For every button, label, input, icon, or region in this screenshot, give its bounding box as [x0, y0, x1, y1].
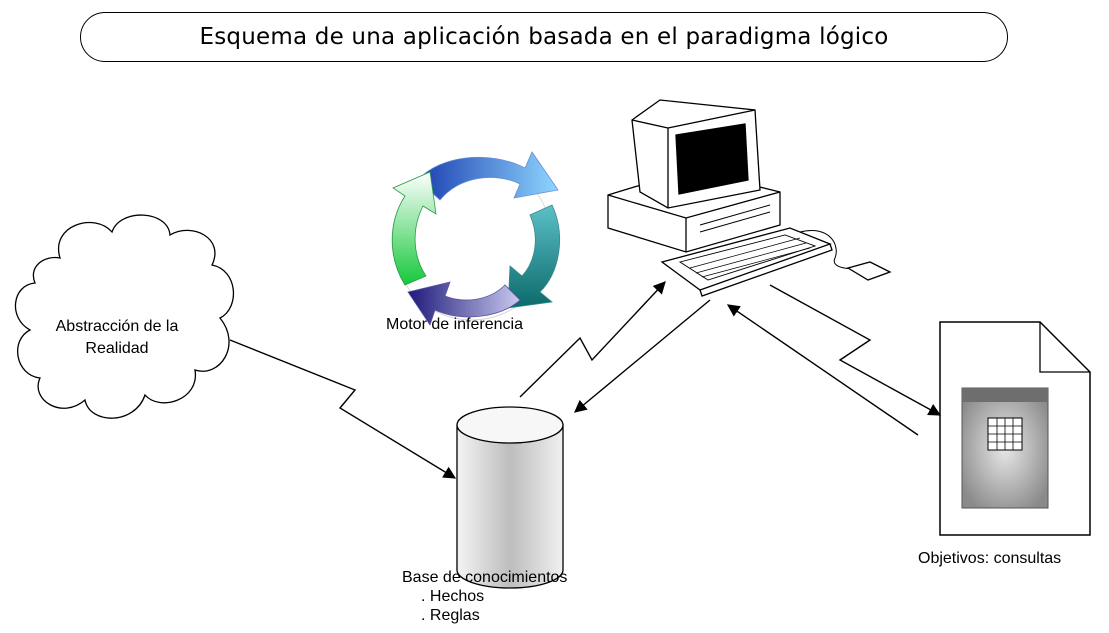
connector-cloud-to-database: [229, 339, 457, 479]
abstraction-label-line2: Realidad: [85, 340, 149, 357]
database-icon: [456, 406, 564, 589]
connector-database-to-computer: [519, 281, 666, 398]
knowledge-base-label: Base de conocimientos . Hechos . Reglas: [402, 568, 567, 625]
knowledge-base-title: Base de conocimientos: [402, 569, 568, 586]
arrow-computer-to-database: [574, 299, 711, 413]
document-icon: [939, 321, 1091, 536]
inference-engine-label: Motor de inferencia: [386, 316, 523, 333]
diagram-title-box: Esquema de una aplicación basada en el p…: [80, 12, 1008, 62]
diagram-title: Esquema de una aplicación basada en el p…: [199, 24, 889, 50]
abstraction-label: Abstracción de la Realidad: [42, 316, 192, 360]
knowledge-base-rules: . Reglas: [421, 607, 480, 624]
cloud-icon: [14, 214, 234, 419]
connector-computer-to-document: [769, 284, 942, 416]
knowledge-base-facts: . Hechos: [421, 588, 485, 605]
abstraction-label-line1: Abstracción de la: [55, 318, 179, 335]
arrow-document-to-computer: [726, 304, 919, 436]
objectives-label: Objetivos: consultas: [918, 550, 1062, 567]
computer-icon: [607, 99, 892, 297]
inference-cycle-icon: [391, 151, 560, 326]
